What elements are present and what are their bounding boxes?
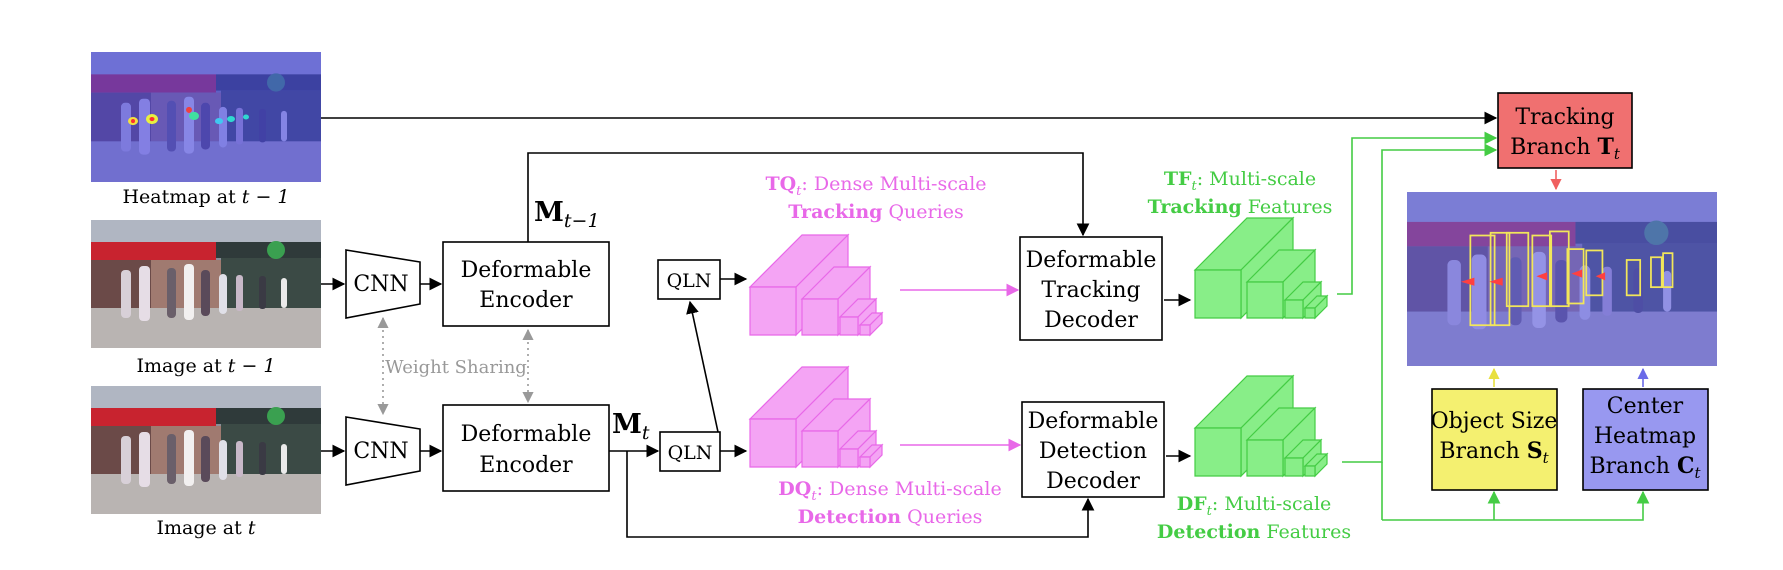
svg-text:Branch Ct: Branch Ct	[1590, 453, 1702, 482]
svg-text:QLN: QLN	[668, 442, 713, 464]
image-current-caption: Image at t	[157, 517, 256, 539]
m-prev-label: Mt−1	[534, 197, 600, 232]
svg-text:Encoder: Encoder	[479, 288, 573, 313]
svg-text:Object Size: Object Size	[1431, 409, 1558, 434]
tracking-features-cube-scale-4	[1303, 294, 1329, 320]
m-cur-label: Mt	[612, 409, 650, 444]
svg-text:QLN: QLN	[667, 270, 712, 292]
weight-sharing-links: Weight Sharing	[377, 316, 534, 416]
tq-label-line1: TQt: Dense Multi-scale	[765, 173, 986, 199]
tracking-branch: Tracking Branch Tt	[1497, 92, 1633, 169]
deformable-encoder-bottom: Deformable Encoder	[442, 404, 610, 492]
image-prev	[91, 220, 321, 348]
svg-text:Deformable: Deformable	[1026, 248, 1157, 273]
tf-label-line2: Tracking Features	[1148, 196, 1333, 218]
df-label-line2: Detection Features	[1157, 521, 1351, 543]
cnn-block-top: CNN	[345, 249, 421, 319]
svg-text:Tracking: Tracking	[1041, 278, 1140, 303]
svg-text:CNN: CNN	[353, 272, 408, 297]
dq-label-line1: DQt: Dense Multi-scale	[778, 478, 1001, 504]
svg-text:Branch Tt: Branch Tt	[1510, 134, 1621, 163]
multiscale-feature-stacks	[748, 216, 1329, 478]
svg-text:Detection: Detection	[1039, 439, 1147, 464]
tracking-queries-cube-scale-4	[858, 311, 884, 337]
heatmap-blobs	[128, 106, 249, 126]
connections	[321, 111, 1650, 538]
svg-text:Encoder: Encoder	[479, 453, 573, 478]
heatmap-prev-caption: Heatmap at t − 1	[122, 186, 289, 208]
cnn-block-bottom: CNN	[345, 416, 421, 486]
dq-label-line2: Detection Queries	[798, 506, 983, 528]
qln-block-bottom: QLN	[659, 431, 721, 472]
detection-queries-cube-scale-4	[858, 443, 884, 469]
tf-label-line1: TFt: Multi-scale	[1164, 168, 1316, 194]
svg-text:Decoder: Decoder	[1044, 308, 1138, 333]
detection-features-cube-scale-4	[1303, 452, 1329, 478]
deformable-detection-decoder: Deformable Detection Decoder	[1021, 401, 1165, 498]
svg-text:Tracking: Tracking	[1515, 105, 1614, 130]
df-label-line1: DFt: Multi-scale	[1177, 493, 1332, 519]
svg-text:Center: Center	[1607, 394, 1684, 419]
image-current	[91, 386, 321, 514]
qln-block-top: QLN	[657, 259, 721, 300]
object-size-branch: Object Size Branch St	[1431, 388, 1558, 491]
tracking-offsets	[1460, 269, 1606, 286]
deformable-tracking-decoder: Deformable Tracking Decoder	[1019, 236, 1163, 341]
svg-text:Decoder: Decoder	[1046, 469, 1140, 494]
svg-text:Deformable: Deformable	[461, 422, 592, 447]
center-heatmap-branch: Center Heatmap Branch Ct	[1582, 388, 1709, 491]
detection-boxes	[1469, 230, 1674, 327]
tq-label-line2: Tracking Queries	[788, 201, 963, 223]
heatmap-prev-image	[91, 52, 321, 182]
weight-sharing-label: Weight Sharing	[385, 357, 527, 378]
svg-text:CNN: CNN	[353, 439, 408, 464]
svg-text:Heatmap: Heatmap	[1594, 424, 1696, 449]
svg-text:Branch St: Branch St	[1439, 438, 1549, 467]
tracking-queries-cube-scale-3	[838, 297, 878, 337]
svg-text:Deformable: Deformable	[1028, 409, 1159, 434]
image-prev-caption: Image at t − 1	[136, 355, 275, 377]
tracking-output-image	[1407, 192, 1717, 366]
svg-text:Deformable: Deformable	[461, 258, 592, 283]
deformable-encoder-top: Deformable Encoder	[442, 241, 610, 327]
